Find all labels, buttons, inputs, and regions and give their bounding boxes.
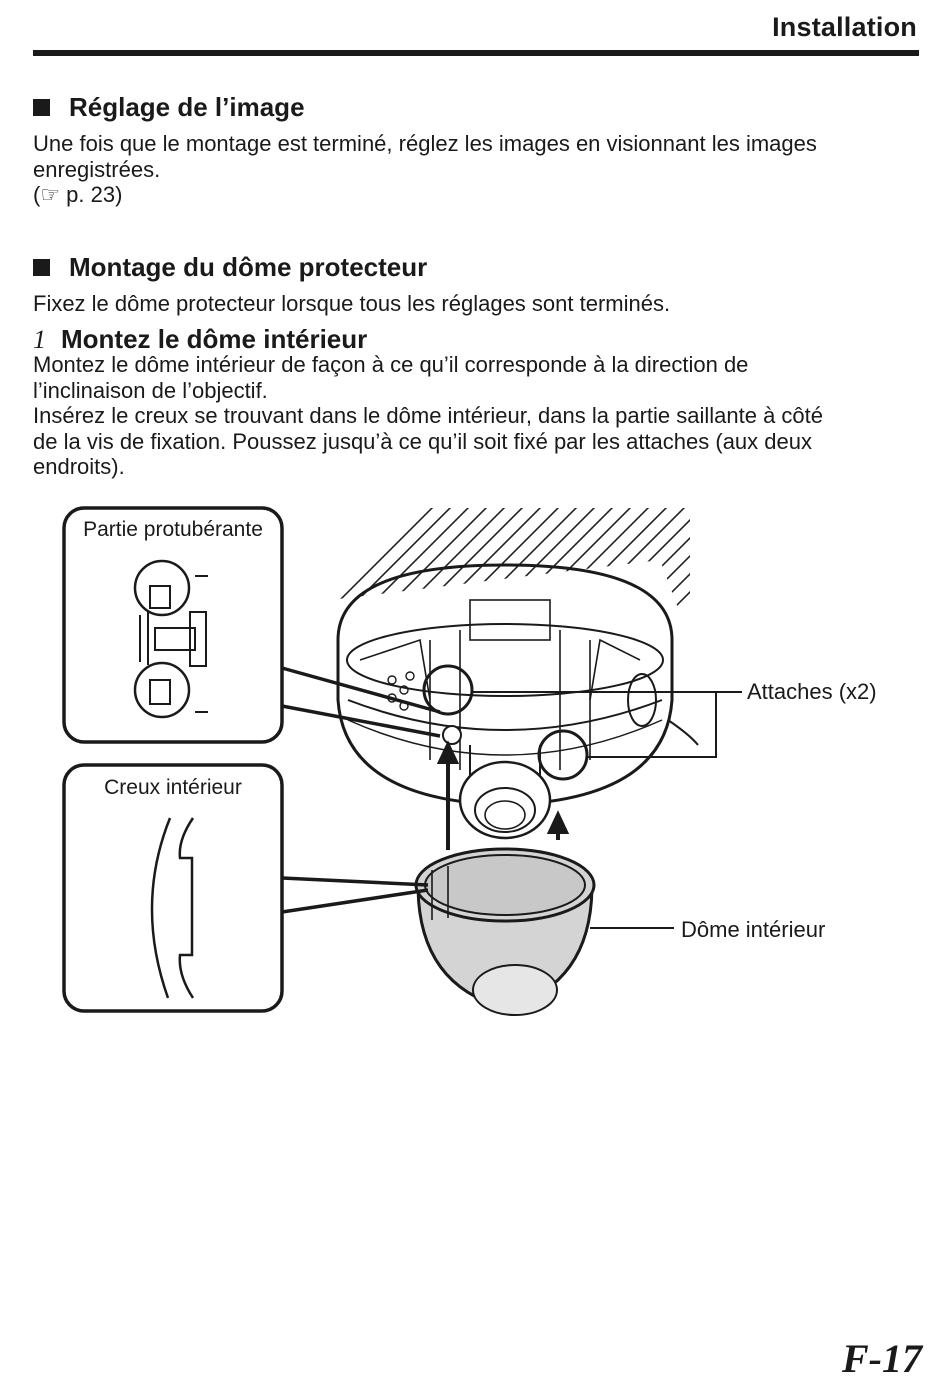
paragraph-line: endroits). xyxy=(33,454,125,479)
paragraph-line: Fixez le dôme protecteur lorsque tous le… xyxy=(33,291,671,316)
paragraph-line: l’inclinaison de l’objectif. xyxy=(33,377,268,403)
paragraph-line: Une fois que le montage est terminé, rég… xyxy=(33,131,817,156)
detail-box-protrusion xyxy=(62,506,284,744)
square-bullet-icon xyxy=(33,99,50,116)
callout-lines xyxy=(472,691,742,929)
paragraph-line: Montez le dôme intérieur de façon à ce q… xyxy=(33,352,749,377)
clips-callout: Attaches (x2) xyxy=(747,679,877,704)
insertion-arrows xyxy=(436,740,570,850)
section-heading-dome-mounting: Montage du dôme protecteur xyxy=(33,252,427,283)
detail-box-recess xyxy=(62,763,284,1013)
header-rule xyxy=(33,50,919,56)
section-paragraph: Fixez le dôme protecteur lorsque tous le… xyxy=(33,291,913,317)
section-paragraph: Une fois que le montage est terminé, rég… xyxy=(33,131,913,208)
paragraph-line: de la vis de fixation. Poussez jusqu’à c… xyxy=(33,428,812,454)
step-heading: 1 Montez le dôme intérieur xyxy=(33,324,367,355)
paragraph-line: enregistrées. xyxy=(33,156,161,182)
square-bullet-icon xyxy=(33,259,50,276)
step-number: 1 xyxy=(33,325,46,354)
inner-dome xyxy=(414,847,596,1016)
section-heading-text: Réglage de l’image xyxy=(69,92,305,122)
fixing-screw xyxy=(442,725,462,745)
camera-housing xyxy=(336,563,699,840)
protrusion-detail-drawing xyxy=(133,559,208,719)
paragraph-line: Insérez le creux se trouvant dans le dôm… xyxy=(33,403,824,428)
ceiling-hatching xyxy=(315,508,690,640)
header-title: Installation xyxy=(772,12,917,42)
section-heading-image-adjustment: Réglage de l’image xyxy=(33,92,305,123)
clip-left-highlight xyxy=(422,664,474,716)
step-paragraph: Montez le dôme intérieur de façon à ce q… xyxy=(33,352,913,480)
protrusion-label: Partie protubérante xyxy=(83,518,263,541)
detail-leader-lines xyxy=(281,666,441,914)
recess-label: Creux intérieur xyxy=(104,776,242,799)
recess-detail-drawing xyxy=(150,817,195,999)
page-reference: (☞ p. 23) xyxy=(33,182,123,207)
page-number: F-17 xyxy=(842,1336,922,1381)
inner-dome-callout: Dôme intérieur xyxy=(681,917,826,942)
step-title: Montez le dôme intérieur xyxy=(61,324,368,354)
section-heading-text: Montage du dôme protecteur xyxy=(69,252,428,282)
clip-right-highlight xyxy=(537,729,589,781)
